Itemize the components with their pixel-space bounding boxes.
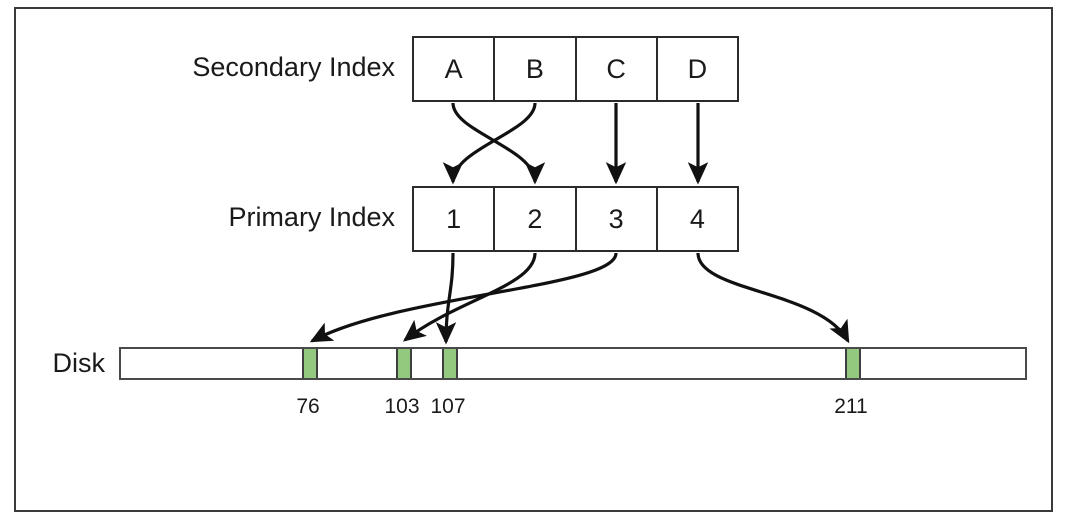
primary-index-label: Primary Index — [228, 202, 395, 232]
disk-tick-label-107: 107 — [430, 395, 466, 418]
disk-block-103[interactable] — [396, 349, 412, 378]
primary-index-cell-2[interactable]: 2 — [495, 188, 577, 250]
primary-index-cell-4[interactable]: 4 — [689, 203, 705, 234]
disk-block-211[interactable] — [845, 349, 861, 378]
secondary-index-cell-d[interactable]: D — [687, 53, 708, 84]
primary-index-row: 1 2 3 4 — [412, 186, 739, 252]
primary-index-cell-3[interactable]: 3 — [577, 188, 658, 250]
primary-index-cell-1[interactable]: 1 — [414, 188, 496, 250]
secondary-index-row: A B C D — [412, 36, 739, 102]
secondary-index-cell-c[interactable]: C — [577, 38, 658, 100]
disk-label: Disk — [52, 348, 106, 378]
secondary-index-label: Secondary Index — [192, 52, 395, 82]
disk-block-76[interactable] — [302, 349, 318, 378]
disk-bar — [119, 347, 1027, 380]
secondary-index-cell-b[interactable]: B — [495, 38, 577, 100]
disk-block-107[interactable] — [442, 349, 458, 378]
disk-tick-label-76: 76 — [296, 395, 320, 418]
disk-tick-label-211: 211 — [834, 395, 868, 418]
secondary-index-cell-a[interactable]: A — [414, 38, 496, 100]
disk-tick-label-103: 103 — [384, 395, 420, 418]
